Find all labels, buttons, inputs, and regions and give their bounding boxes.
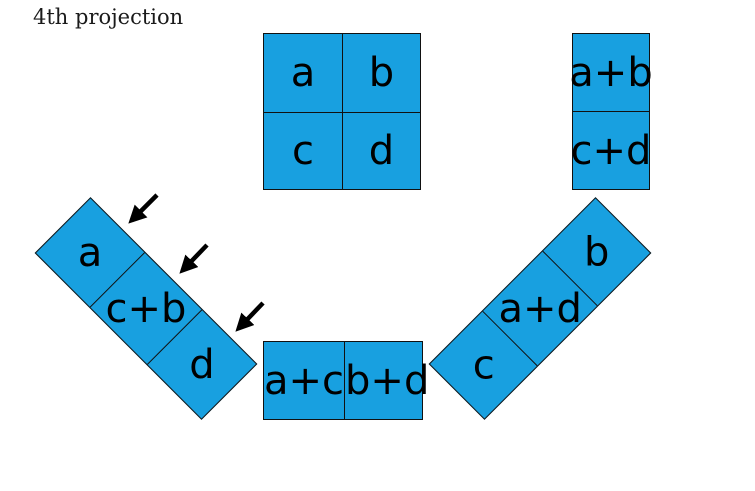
matrix-cell-c: c bbox=[264, 111, 342, 190]
page-title: 4th projection bbox=[33, 5, 184, 29]
matrix-cell-d-label: d bbox=[368, 127, 395, 174]
arrow-down-left-icon-3 bbox=[235, 301, 265, 332]
row-sum-bottom-label: c+d bbox=[570, 127, 652, 174]
antidiagonal-cell-3-label: b bbox=[583, 229, 610, 276]
antidiagonal-cell-1-label: c bbox=[472, 341, 495, 388]
matrix-cell-b: b bbox=[342, 34, 420, 112]
column-sum-left-label: a+c bbox=[264, 357, 345, 404]
column-sum-right-cell: b+d bbox=[344, 342, 429, 419]
arrow-down-left-icon-2 bbox=[179, 243, 209, 274]
matrix-cell-a: a bbox=[264, 34, 342, 112]
matrix-cell-c-label: c bbox=[292, 127, 314, 174]
matrix-grid: a b c d bbox=[263, 33, 421, 190]
column-sum-right-label: b+d bbox=[345, 357, 430, 404]
antidiagonal-cell-2-label: a+d bbox=[498, 285, 582, 332]
row-sum-bottom-cell: c+d bbox=[570, 111, 652, 189]
matrix-cell-d: d bbox=[342, 111, 420, 189]
diagonal-cell-3-label: d bbox=[189, 341, 215, 388]
diagonal-projection-strip: a c+b d bbox=[34, 197, 258, 420]
column-sums-strip: a+c b+d bbox=[263, 341, 429, 420]
row-sum-top-cell: a+b bbox=[569, 34, 652, 111]
matrix-cell-a-label: a bbox=[290, 49, 316, 96]
column-sum-left-cell: a+c bbox=[264, 342, 344, 419]
arrow-down-left-icon-1 bbox=[128, 193, 159, 224]
diagonal-cell-2-label: c+b bbox=[105, 285, 187, 332]
matrix-cell-b-label: b bbox=[368, 49, 395, 96]
diagonal-cell-1-label: a bbox=[77, 229, 103, 276]
row-sums-strip: a+b c+d bbox=[569, 33, 653, 190]
antidiagonal-projection-strip: c a+d b bbox=[428, 197, 652, 420]
row-sum-top-label: a+b bbox=[569, 49, 653, 96]
